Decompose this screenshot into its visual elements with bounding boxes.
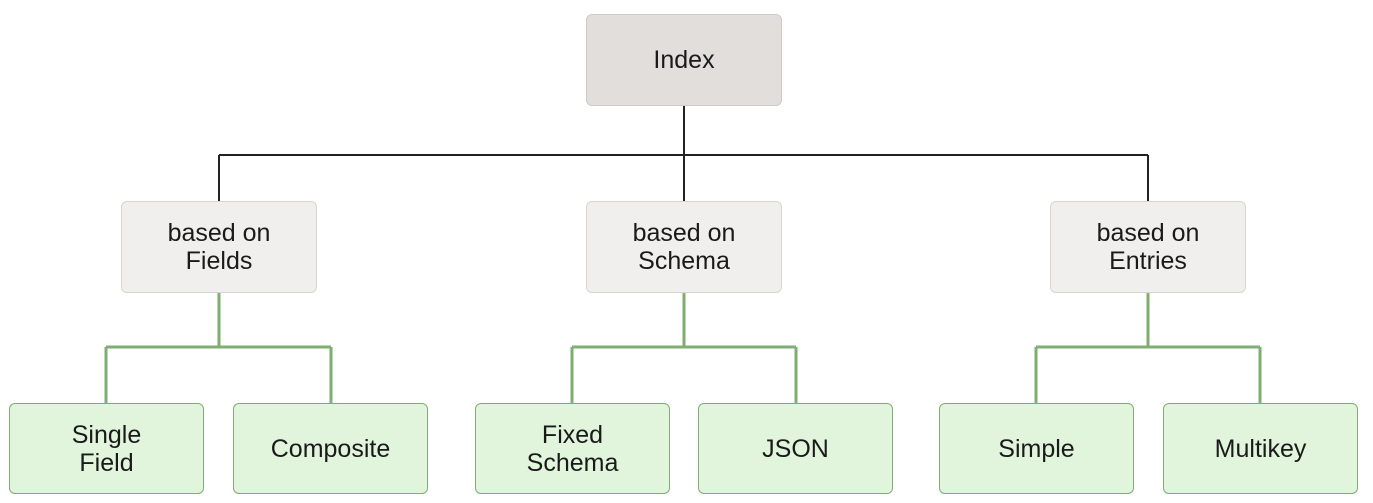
- fixed-schema-label: Fixed Schema: [526, 420, 619, 477]
- simple-node: Simple: [939, 403, 1134, 494]
- simple-label: Simple: [998, 434, 1075, 463]
- multikey-node: Multikey: [1163, 403, 1358, 494]
- composite-node: Composite: [233, 403, 428, 494]
- fixed-schema-node: Fixed Schema: [475, 403, 670, 494]
- root-connectors: [218, 106, 1149, 201]
- index-label: Index: [653, 46, 715, 74]
- based-on-entries-label: based on Entries: [1096, 219, 1200, 275]
- single-field-label: Single Field: [71, 420, 142, 477]
- multikey-label: Multikey: [1214, 434, 1307, 463]
- based-on-fields-node: based on Fields: [121, 201, 317, 293]
- leaf-connectors: [104, 293, 1262, 403]
- single-field-node: Single Field: [9, 403, 204, 494]
- based-on-entries-node: based on Entries: [1050, 201, 1246, 293]
- index-node: Index: [586, 14, 782, 106]
- based-on-schema-label: based on Schema: [632, 219, 736, 275]
- based-on-schema-node: based on Schema: [586, 201, 782, 293]
- based-on-fields-label: based on Fields: [167, 219, 271, 275]
- json-label: JSON: [762, 434, 829, 463]
- json-node: JSON: [698, 403, 893, 494]
- composite-label: Composite: [270, 434, 391, 463]
